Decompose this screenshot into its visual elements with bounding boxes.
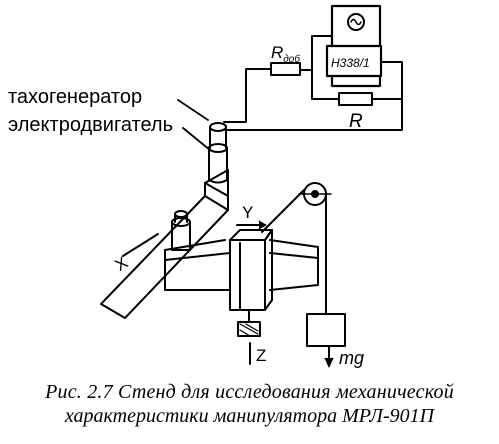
resistor-label: R	[349, 111, 363, 132]
pulley-cable	[261, 182, 346, 347]
caption-line-1: Рис. 2.7 Стенд для исследования механиче…	[45, 381, 454, 403]
stand-diagram: тахогенератор электродвигатель Rдоб Н338…	[8, 4, 403, 368]
figure-caption: Рис. 2.7 Стенд для исследования механиче…	[0, 380, 499, 444]
weight-block	[306, 313, 346, 347]
ac-source-icon	[347, 13, 365, 31]
axis-arrows	[122, 220, 334, 368]
meter-label: Н338/1	[331, 56, 370, 70]
axis-x-label: X	[112, 253, 132, 275]
motor-label: электродвигатель	[8, 114, 173, 136]
axis-z-label: Z	[256, 346, 266, 365]
axis-y-label: Y	[242, 203, 253, 222]
circuit-wires	[223, 35, 403, 131]
z-spindle	[237, 309, 261, 337]
y-beam	[164, 239, 319, 291]
x-axis-arrow	[122, 233, 159, 257]
motor-leader	[182, 127, 211, 151]
caption-line-2: характеристики манипулятора МРЛ-901П	[64, 405, 435, 427]
motor-tachogenerator-assembly	[208, 122, 228, 184]
tachogenerator-leader	[177, 99, 209, 121]
x-carriage	[171, 210, 191, 251]
meter-box	[325, 4, 383, 88]
resistor-r	[338, 92, 373, 106]
tachogenerator-label: тахогенератор	[8, 86, 142, 108]
y-carriage	[229, 229, 273, 311]
x-rail	[100, 169, 229, 319]
mass-label: mg	[339, 348, 364, 368]
resistor-additional-label: Rдоб	[271, 43, 300, 65]
diagram-canvas: тахогенератор электродвигатель Rдоб Н338…	[8, 4, 403, 368]
